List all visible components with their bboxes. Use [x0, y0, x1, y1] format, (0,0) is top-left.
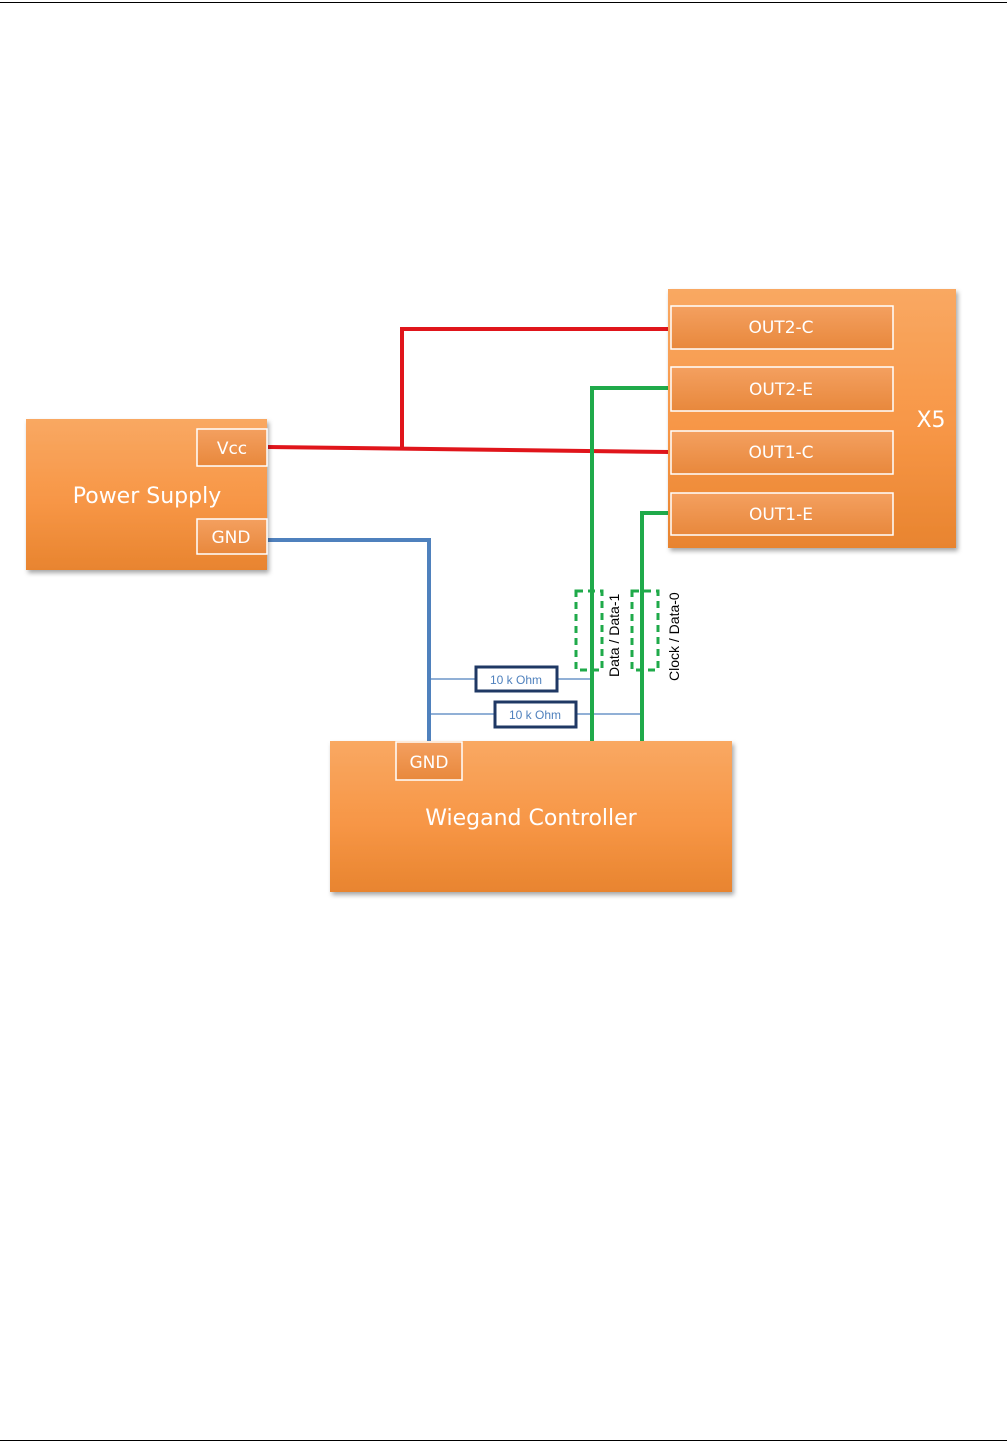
data1-signal-label: Data / Data-1 [606, 594, 622, 677]
x5-port-out1-c: OUT1-C [671, 431, 893, 474]
psu-gnd-label: GND [212, 528, 251, 548]
x5-port-out2-c: OUT2-C [671, 306, 893, 349]
signal-wires [592, 388, 670, 742]
resistor-2-label: 10 k Ohm [509, 708, 561, 722]
data1-sleeve [576, 591, 602, 670]
psu-gnd-port: GND [197, 519, 267, 554]
x5-port-out1-c-label: OUT1-C [748, 443, 813, 463]
x5-port-out2-e: OUT2-E [671, 367, 893, 411]
psu-vcc-port: Vcc [197, 429, 267, 466]
x5-port-out1-e: OUT1-E [671, 493, 893, 535]
power-wires [268, 329, 670, 452]
power-supply-block: Power Supply Vcc GND [26, 419, 267, 570]
psu-gnd-to-controller-gnd-wire [268, 540, 429, 742]
vcc-to-out1c-wire [268, 447, 670, 452]
data0-signal-label: Clock / Data-0 [666, 592, 682, 681]
ground-wires [268, 540, 642, 742]
x5-block: X5 OUT2-C OUT2-E OUT1-C OUT1-E [668, 289, 956, 548]
resistor-1-label: 10 k Ohm [490, 673, 542, 687]
wiegand-controller-title: Wiegand Controller [425, 806, 637, 831]
data0-sleeve [632, 591, 658, 670]
x5-port-out1-e-label: OUT1-E [749, 505, 813, 525]
wiegand-gnd-label: GND [410, 753, 449, 773]
x5-title: X5 [916, 408, 945, 433]
wiegand-controller-block: Wiegand Controller GND [330, 741, 732, 892]
power-supply-title: Power Supply [73, 484, 221, 509]
resistor-2: 10 k Ohm [495, 702, 576, 727]
psu-vcc-label: Vcc [217, 439, 247, 459]
resistor-1: 10 k Ohm [476, 667, 557, 691]
x5-port-out2-c-label: OUT2-C [748, 318, 813, 338]
data1-wire [592, 388, 670, 742]
wiegand-gnd-port: GND [396, 742, 462, 780]
x5-port-out2-e-label: OUT2-E [749, 380, 813, 400]
